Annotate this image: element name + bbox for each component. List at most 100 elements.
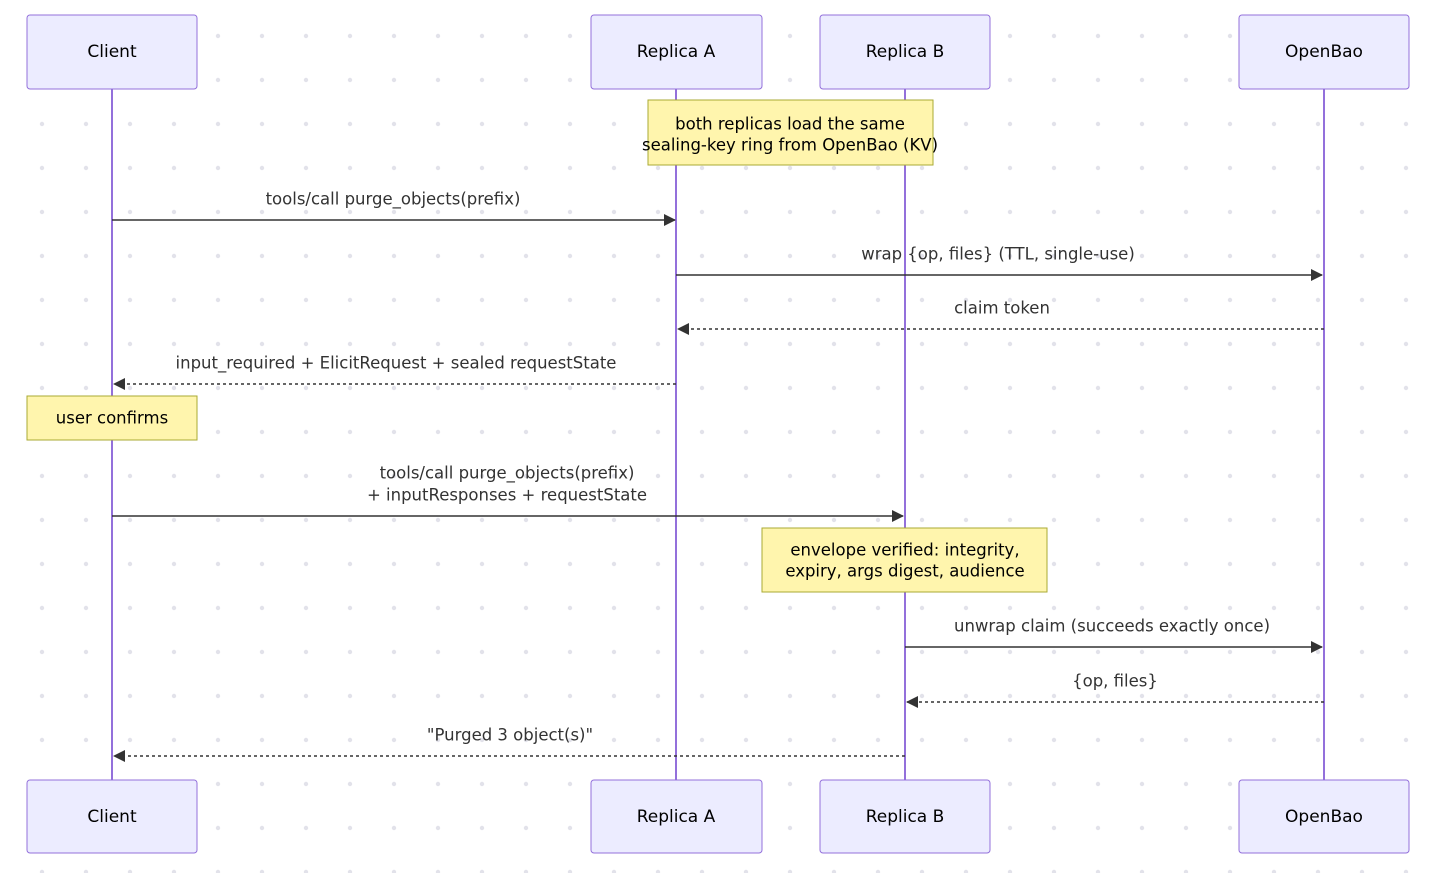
background-dot <box>83 605 89 611</box>
background-dot <box>1139 77 1145 83</box>
background-dot <box>963 297 969 303</box>
background-dot <box>875 473 881 479</box>
background-dot <box>479 341 485 347</box>
background-dot <box>259 825 265 831</box>
background-dot <box>1183 781 1189 787</box>
background-dot <box>1183 33 1189 39</box>
background-dot <box>303 737 309 743</box>
background-dot <box>919 165 925 171</box>
background-dot <box>1315 737 1321 743</box>
background-dot <box>1139 429 1145 435</box>
background-dot <box>1183 253 1189 259</box>
background-dot <box>1403 517 1409 523</box>
background-dot <box>1271 649 1277 655</box>
background-dot <box>523 693 529 699</box>
background-dot <box>1403 693 1409 699</box>
background-dot <box>655 605 661 611</box>
background-dot <box>391 385 397 391</box>
background-dot <box>743 165 749 171</box>
background-dot <box>523 561 529 567</box>
background-dot <box>1051 297 1057 303</box>
background-dot <box>1403 649 1409 655</box>
background-dot <box>127 341 133 347</box>
background-dot <box>435 605 441 611</box>
background-dot <box>1095 517 1101 523</box>
background-dot <box>963 165 969 171</box>
background-dot <box>655 737 661 743</box>
background-dot <box>303 77 309 83</box>
background-dot <box>1051 605 1057 611</box>
note-line: sealing-key ring from OpenBao (KV) <box>642 136 938 155</box>
background-dot <box>1183 297 1189 303</box>
background-dot <box>1227 209 1233 215</box>
background-dot <box>1271 737 1277 743</box>
background-dot <box>391 33 397 39</box>
background-dot <box>259 209 265 215</box>
background-dot <box>875 693 881 699</box>
background-dot <box>127 869 133 873</box>
background-dot <box>523 605 529 611</box>
background-dot <box>391 869 397 873</box>
background-dot <box>1051 517 1057 523</box>
background-dot <box>479 209 485 215</box>
background-dot <box>743 385 749 391</box>
message-label: tools/call purge_objects(prefix) <box>380 464 635 484</box>
background-dot <box>1051 253 1057 259</box>
background-dot <box>831 209 837 215</box>
background-dot <box>1403 429 1409 435</box>
message-label: unwrap claim (succeeds exactly once) <box>954 617 1270 636</box>
background-dot <box>215 341 221 347</box>
background-dot <box>1183 517 1189 523</box>
background-dot <box>303 517 309 523</box>
background-dot <box>479 297 485 303</box>
background-dot <box>303 869 309 873</box>
background-dot <box>1271 517 1277 523</box>
background-dot <box>171 473 177 479</box>
background-dot <box>523 209 529 215</box>
background-dot <box>1139 341 1145 347</box>
background-dot <box>1271 561 1277 567</box>
background-dot <box>743 561 749 567</box>
actor-openbao-top: OpenBao <box>1238 14 1410 90</box>
background-dot <box>1403 253 1409 259</box>
background-dot <box>523 33 529 39</box>
background-dot <box>1095 253 1101 259</box>
background-dot <box>655 253 661 259</box>
background-dot <box>787 253 793 259</box>
background-dot <box>127 561 133 567</box>
background-dot <box>1183 693 1189 699</box>
background-dot <box>523 253 529 259</box>
background-dot <box>655 429 661 435</box>
background-dot <box>391 297 397 303</box>
background-dot <box>1095 121 1101 127</box>
background-dot <box>567 737 573 743</box>
background-dot <box>1051 209 1057 215</box>
background-dot <box>611 429 617 435</box>
background-dot <box>39 385 45 391</box>
background-dot <box>743 341 749 347</box>
background-dot <box>1359 297 1365 303</box>
background-dot <box>127 473 133 479</box>
background-dot <box>523 781 529 787</box>
background-dot <box>611 385 617 391</box>
background-dot <box>787 165 793 171</box>
background-dot <box>303 165 309 171</box>
background-dot <box>1227 781 1233 787</box>
background-dot <box>1403 121 1409 127</box>
background-dot <box>127 649 133 655</box>
background-dot <box>215 165 221 171</box>
background-dot <box>787 693 793 699</box>
background-dot <box>435 517 441 523</box>
background-dot <box>215 517 221 523</box>
background-dot <box>1359 649 1365 655</box>
background-dot <box>479 165 485 171</box>
background-dot <box>83 209 89 215</box>
background-dot <box>435 869 441 873</box>
background-dot <box>435 693 441 699</box>
background-dot <box>83 253 89 259</box>
background-dot <box>1227 297 1233 303</box>
background-dot <box>1271 429 1277 435</box>
background-dot <box>875 385 881 391</box>
background-dot <box>303 473 309 479</box>
background-dot <box>611 561 617 567</box>
